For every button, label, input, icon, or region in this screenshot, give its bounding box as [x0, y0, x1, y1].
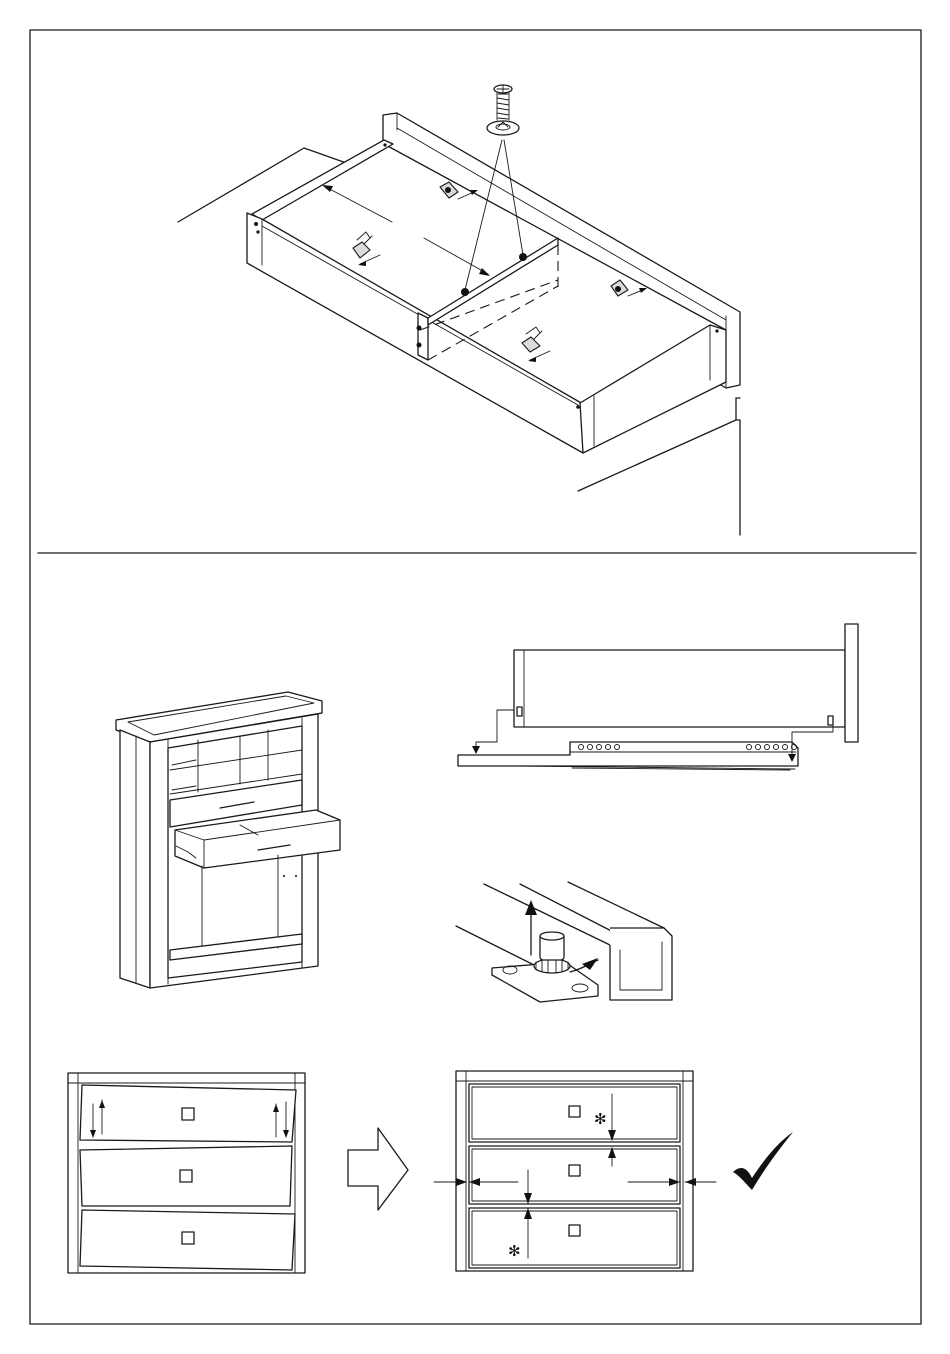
drawer-front-tilted-2 — [80, 1146, 292, 1206]
arrow-down-icon — [472, 746, 480, 754]
check-icon — [733, 1132, 793, 1190]
misaligned-drawers — [68, 1073, 305, 1273]
drawer-front-aligned-2 — [469, 1146, 680, 1204]
aligned-drawers: ✻ ✻ — [434, 1071, 716, 1271]
gap-marker: ✻ — [594, 1110, 607, 1128]
drawer-assembly-diagram — [178, 85, 740, 535]
screw-icon — [487, 85, 519, 135]
drawer-slide-diagram — [458, 624, 858, 770]
base-channel-profile — [610, 928, 672, 1000]
drawer-front-aligned-3 — [469, 1208, 680, 1268]
drawer-front-aligned-1 — [469, 1084, 680, 1142]
cabinet-left-side — [120, 730, 150, 988]
arrow-up-icon — [525, 900, 537, 915]
height-adjuster-detail — [456, 882, 672, 1002]
transition-arrow-icon — [348, 1128, 408, 1210]
drawer-side-view — [514, 650, 845, 727]
middle-divider-front — [418, 313, 428, 360]
drawer-front-side-view — [845, 624, 858, 742]
adjuster-knob-icon — [534, 932, 570, 973]
washer-icon — [487, 121, 519, 135]
cabinet-with-drawer-open — [116, 692, 340, 988]
support-line-right — [736, 420, 740, 535]
drawer-front-tilted-3 — [80, 1210, 295, 1270]
drawer-front-tilted-1 — [80, 1085, 296, 1142]
gap-marker: ✻ — [508, 1242, 521, 1260]
rotate-arrow-icon — [582, 958, 598, 970]
